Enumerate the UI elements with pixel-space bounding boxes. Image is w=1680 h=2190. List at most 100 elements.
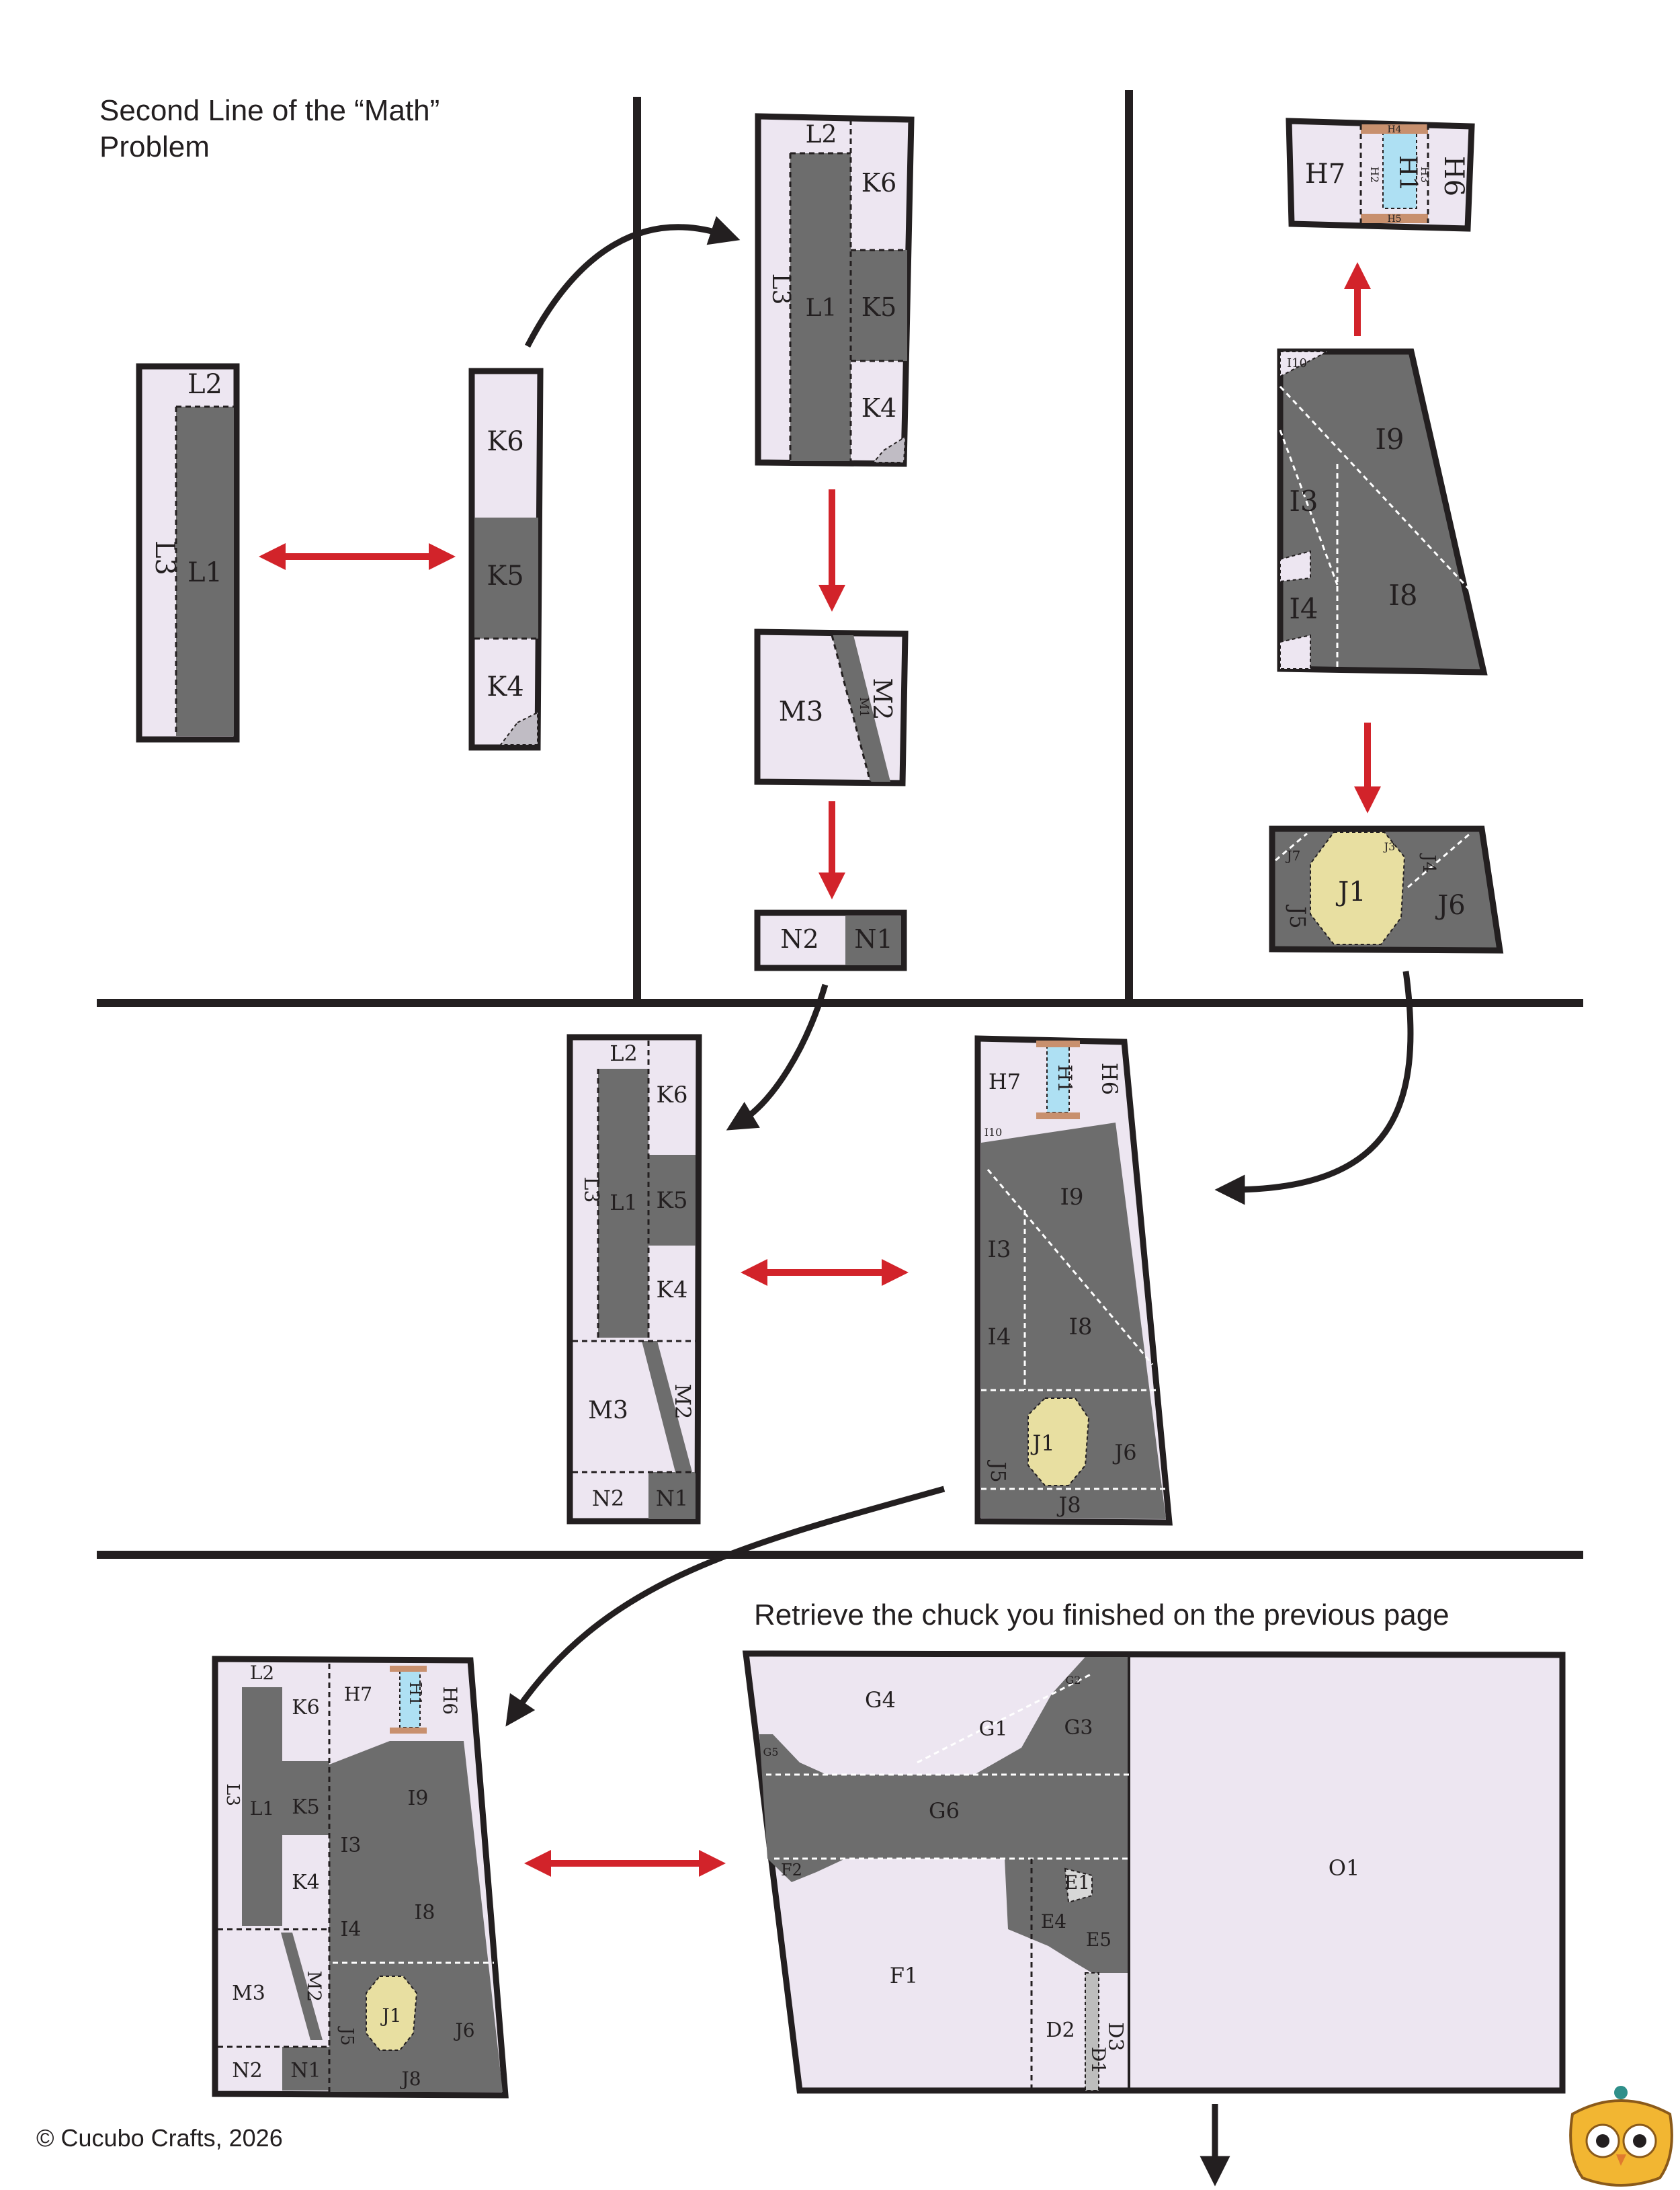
label-k5: K5: [862, 292, 897, 322]
red-arrows: [259, 262, 1381, 1877]
unit-hij: H7 H1 H6 I9 I3 I8 I4 I10 J1 J6 J8 J5: [974, 1035, 1173, 1526]
label-h6: H6: [439, 1687, 461, 1715]
label-i9: I9: [1375, 423, 1404, 456]
label-m3: M3: [588, 1397, 628, 1424]
label-j1: J1: [1335, 877, 1366, 907]
label-i4: I4: [341, 1918, 362, 1941]
label-i3: I3: [1289, 485, 1318, 518]
label-h2: H2: [1368, 167, 1381, 183]
label-k4: K4: [487, 672, 523, 702]
label-m2: M2: [303, 1971, 325, 2002]
label-d1: D1: [1087, 2047, 1109, 2074]
label-k6: K6: [487, 426, 523, 457]
label-k5: K5: [292, 1795, 320, 1819]
label-g6: G6: [929, 1798, 960, 1824]
label-j4: J4: [1419, 853, 1439, 873]
label-n2: N2: [592, 1486, 624, 1511]
label-l3: L3: [579, 1176, 603, 1203]
label-n1: N1: [854, 924, 892, 954]
label-d3: D3: [1103, 2022, 1127, 2051]
label-i8: I8: [1068, 1313, 1092, 1340]
label-h1: H1: [1394, 155, 1421, 192]
label-i9: I9: [1060, 1184, 1083, 1211]
unit-full-left: L2 L1 L3 K6 K5 K4 M3 M2 N2 N1 H7 H1 H6 I…: [212, 1656, 509, 2099]
label-n2: N2: [232, 2059, 262, 2082]
label-m3: M3: [232, 1982, 265, 2005]
label-l3: L3: [222, 1783, 243, 1806]
label-h4: H4: [1387, 124, 1401, 135]
label-k4: K4: [656, 1276, 687, 1303]
label-j8: J8: [399, 2068, 421, 2090]
label-i4: I4: [1289, 592, 1318, 625]
page-heading: Second Line of the “Math” Problem: [99, 94, 440, 163]
label-j1: J1: [380, 2004, 401, 2027]
unit-i: I9 I3 I8 I4 I10: [1277, 348, 1488, 676]
label-e4: E4: [1041, 1910, 1066, 1933]
label-n1: N1: [656, 1486, 688, 1511]
label-h7: H7: [344, 1683, 372, 1705]
label-h7: H7: [1305, 159, 1345, 190]
label-l2: L2: [806, 121, 837, 149]
label-j6: J6: [453, 2019, 474, 2041]
unit-previous-chunk: G4 G1 G3 G2 G5 G6 F2 F1 E1 E4 E5 D2 D3 D…: [742, 1650, 1566, 2094]
label-m2: M2: [868, 678, 897, 720]
label-i9: I9: [408, 1787, 429, 1810]
label-i8: I8: [415, 1901, 435, 1924]
label-h3: H3: [1419, 167, 1431, 183]
label-f1: F1: [890, 1963, 919, 1988]
label-l1: L1: [187, 557, 222, 588]
label-j5: J5: [337, 2026, 357, 2046]
label-m1: M1: [857, 697, 871, 717]
label-k6: K6: [656, 1082, 687, 1108]
label-h1: H1: [1054, 1065, 1076, 1093]
label-h6: H6: [1438, 156, 1469, 196]
label-i4: I4: [987, 1324, 1011, 1350]
label-j7: J7: [1286, 848, 1301, 864]
unit-m: M3 M2 M1: [754, 628, 909, 786]
unit-j: J1 J6 J7 J5 J4 J3: [1269, 825, 1504, 954]
label-l1: L1: [610, 1190, 638, 1215]
label-i10: I10: [1287, 356, 1307, 370]
owl-logo: [1569, 2086, 1673, 2187]
label-h1: H1: [406, 1682, 425, 1706]
label-l3: L3: [149, 540, 180, 575]
label-h5: H5: [1387, 214, 1401, 225]
label-l2: L2: [250, 1662, 274, 1684]
label-j6: J6: [1112, 1440, 1136, 1465]
label-g5: G5: [763, 1746, 779, 1758]
label-k6: K6: [292, 1696, 320, 1719]
label-d2: D2: [1046, 2019, 1075, 2042]
label-i3: I3: [341, 1834, 362, 1857]
label-j6: J6: [1435, 890, 1465, 921]
label-j3: J3: [1383, 840, 1396, 853]
label-j1: J1: [1030, 1430, 1054, 1456]
label-l1: L1: [250, 1797, 274, 1820]
label-i8: I8: [1388, 579, 1417, 612]
label-g2: G2: [1066, 1674, 1081, 1687]
unit-lkmn: L2 L1 L3 K6 K5 K4 M3 M2 N2 N1: [566, 1034, 702, 1525]
copyright-text: © Cucubo Crafts, 2026: [36, 2124, 283, 2152]
label-g1: G1: [978, 1717, 1007, 1741]
instruction-text: Retrieve the chuck you finished on the p…: [754, 1598, 1450, 1631]
divider-lines: [97, 90, 1583, 1559]
label-m2: M2: [670, 1383, 696, 1419]
label-m3: M3: [779, 696, 823, 727]
label-j5: J5: [986, 1459, 1009, 1482]
label-e5: E5: [1086, 1929, 1111, 1951]
black-arrows: [505, 216, 1414, 2187]
label-i10: I10: [984, 1126, 1003, 1139]
unit-k: K6 K5 K4: [468, 368, 544, 751]
label-h6: H6: [1097, 1063, 1122, 1095]
label-g3: G3: [1064, 1716, 1093, 1740]
label-i3: I3: [987, 1236, 1011, 1263]
label-k5: K5: [487, 561, 523, 592]
label-o1: O1: [1329, 1855, 1360, 1881]
label-k5: K5: [656, 1187, 687, 1214]
unit-l: L2 L1 L3: [136, 363, 240, 743]
label-e1: E1: [1064, 1871, 1090, 1894]
label-j5: J5: [1285, 904, 1310, 928]
label-n1: N1: [290, 2059, 321, 2082]
unit-h: H7 H1 H6 H4 H5 H2 H3: [1286, 118, 1475, 232]
label-k6: K6: [862, 168, 897, 198]
